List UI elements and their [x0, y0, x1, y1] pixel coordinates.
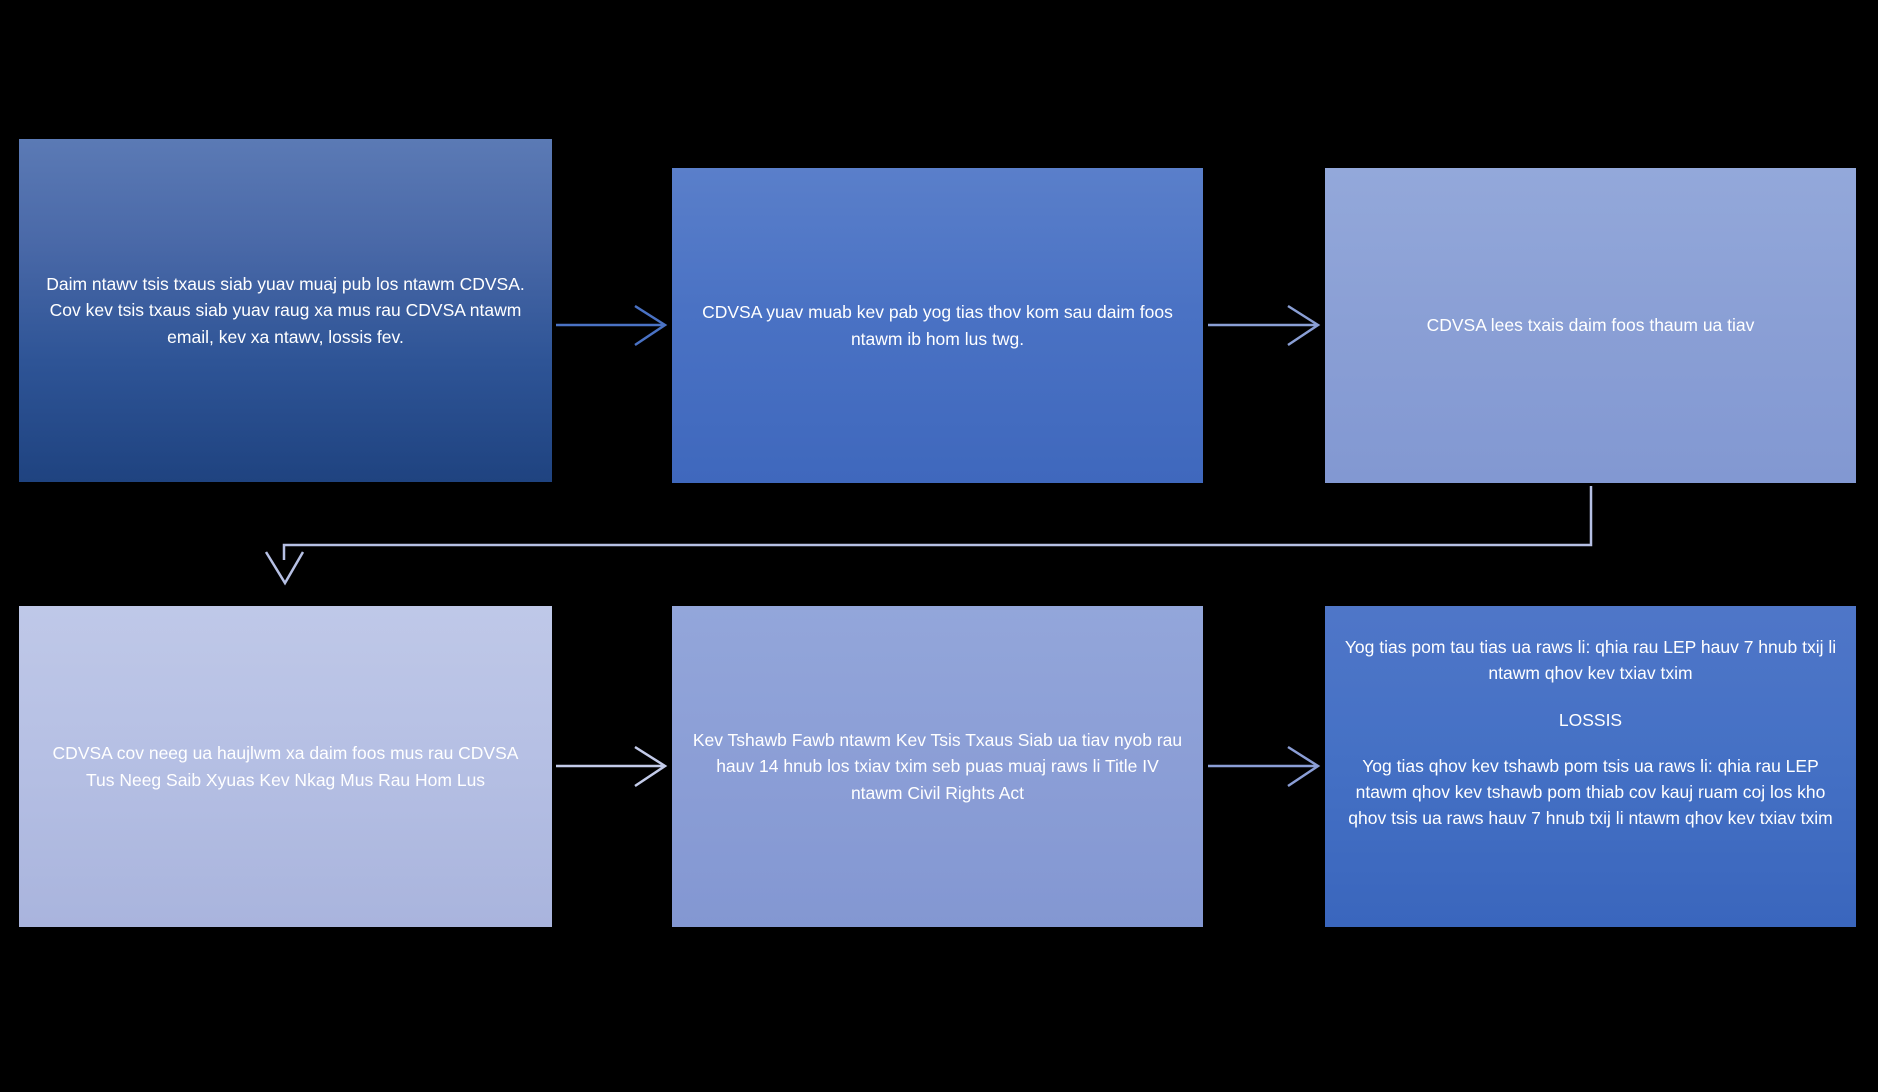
process-step-2[interactable]: CDVSA yuav muab kev pab yog tias thov ko…: [672, 168, 1203, 483]
process-step-1[interactable]: Daim ntawv tsis txaus siab yuav muaj pub…: [19, 139, 552, 482]
process-step-5[interactable]: Kev Tshawb Fawb ntawm Kev Tsis Txaus Sia…: [672, 606, 1203, 927]
process-step-3-label: CDVSA lees txais daim foos thaum ua tiav: [1426, 315, 1755, 336]
process-step-6-noncompliant-label: Yog tias qhov kev tshawb pom tsis ua raw…: [1348, 755, 1833, 829]
process-step-6-compliant-label: Yog tias pom tau tias ua raws li: qhia r…: [1344, 637, 1837, 684]
spacer: [1343, 733, 1838, 753]
process-step-2-label: CDVSA yuav muab kev pab yog tias thov ko…: [702, 302, 1173, 349]
process-step-5-label: Kev Tshawb Fawb ntawm Kev Tsis Txaus Sia…: [692, 730, 1183, 803]
connector-n1-n2: [556, 304, 668, 347]
connector-n4-n5: [556, 745, 668, 788]
process-step-3[interactable]: CDVSA lees txais daim foos thaum ua tiav: [1325, 168, 1856, 483]
process-step-6[interactable]: Yog tias pom tau tias ua raws li: qhia r…: [1325, 606, 1856, 927]
spacer: [1343, 687, 1838, 707]
process-step-4[interactable]: CDVSA cov neeg ua haujlwm xa daim foos m…: [19, 606, 552, 927]
connector-n5-n6: [1208, 745, 1321, 788]
process-step-1-label: Daim ntawv tsis txaus siab yuav muaj pub…: [46, 274, 525, 347]
connector-n2-n3: [1208, 304, 1321, 347]
process-step-6-divider-label: LOSSIS: [1558, 709, 1623, 730]
process-step-4-label: CDVSA cov neeg ua haujlwm xa daim foos m…: [52, 743, 519, 790]
connector-n3-n4: [264, 486, 1593, 586]
